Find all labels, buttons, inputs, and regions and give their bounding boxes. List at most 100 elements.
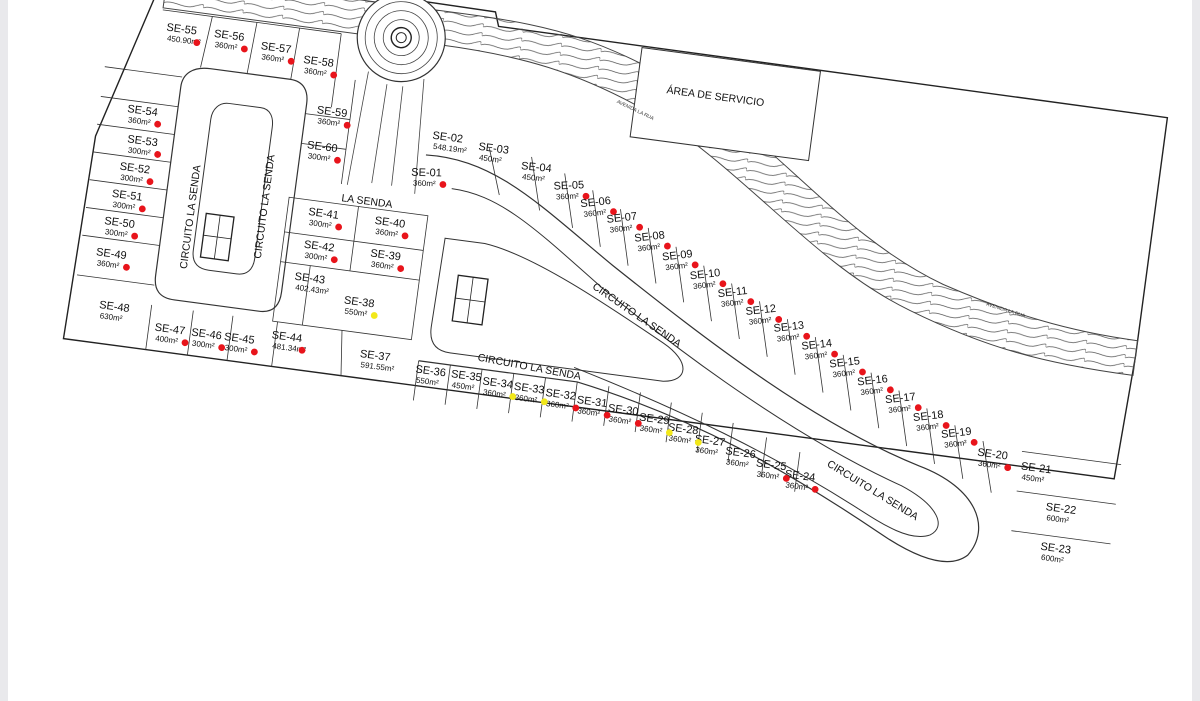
lot-area-label: 360m²: [832, 368, 856, 380]
lot-area-label: 360m²: [514, 393, 538, 405]
lot-area-label: 360m²: [944, 438, 968, 450]
lot-lines: [76, 9, 1122, 545]
roundabout: [356, 0, 446, 83]
lot-id-label: SE-20: [977, 447, 1009, 463]
lot-id-label: SE-47: [154, 322, 186, 338]
lot-status-marker-red: [691, 261, 699, 269]
lot-area-label: 300m²: [307, 151, 331, 163]
lot-status-marker-red: [193, 39, 201, 47]
lot-status-marker-red: [138, 205, 146, 213]
lot-id-label: SE-52: [119, 161, 151, 177]
lot-status-marker-red: [123, 263, 130, 271]
lot-status-marker-red: [335, 223, 343, 231]
lot-id-label: SE-35: [450, 368, 482, 384]
lot-id-label: SE-14: [801, 337, 833, 352]
lot-area-label: 360m²: [776, 332, 800, 344]
lot-status-marker-red: [831, 350, 838, 358]
lot-area-label: 360m²: [577, 406, 601, 418]
lot-status-marker-red: [154, 120, 162, 128]
lot-id-label: SE-45: [223, 331, 255, 347]
lot-status-marker-red: [181, 339, 189, 347]
lot-id-label: SE-37: [359, 348, 391, 364]
lot-id-label: SE-06: [580, 195, 612, 210]
lot-id-label: SE-09: [661, 248, 693, 263]
lot-status-marker-red: [154, 151, 162, 158]
lot-id-label: SE-60: [306, 139, 338, 155]
lot-id-label: SE-12: [745, 303, 777, 318]
left-park-island: [192, 102, 274, 275]
lot-id-label: SE-10: [689, 267, 721, 282]
site-plan-map[interactable]: LA SENDA CIRCUITO LA SENDA CIRCUITO LA S…: [8, 0, 1192, 701]
lot-status-marker-red: [298, 346, 306, 354]
lot-area-label: 360m²: [609, 223, 633, 235]
lot-id-label: SE-26: [725, 445, 757, 461]
lot-area-label: 300m²: [127, 146, 151, 158]
lot-status-marker-red: [775, 316, 783, 323]
lot-id-label: SE-43: [294, 271, 326, 287]
lot-id-label: SE-16: [857, 373, 889, 388]
